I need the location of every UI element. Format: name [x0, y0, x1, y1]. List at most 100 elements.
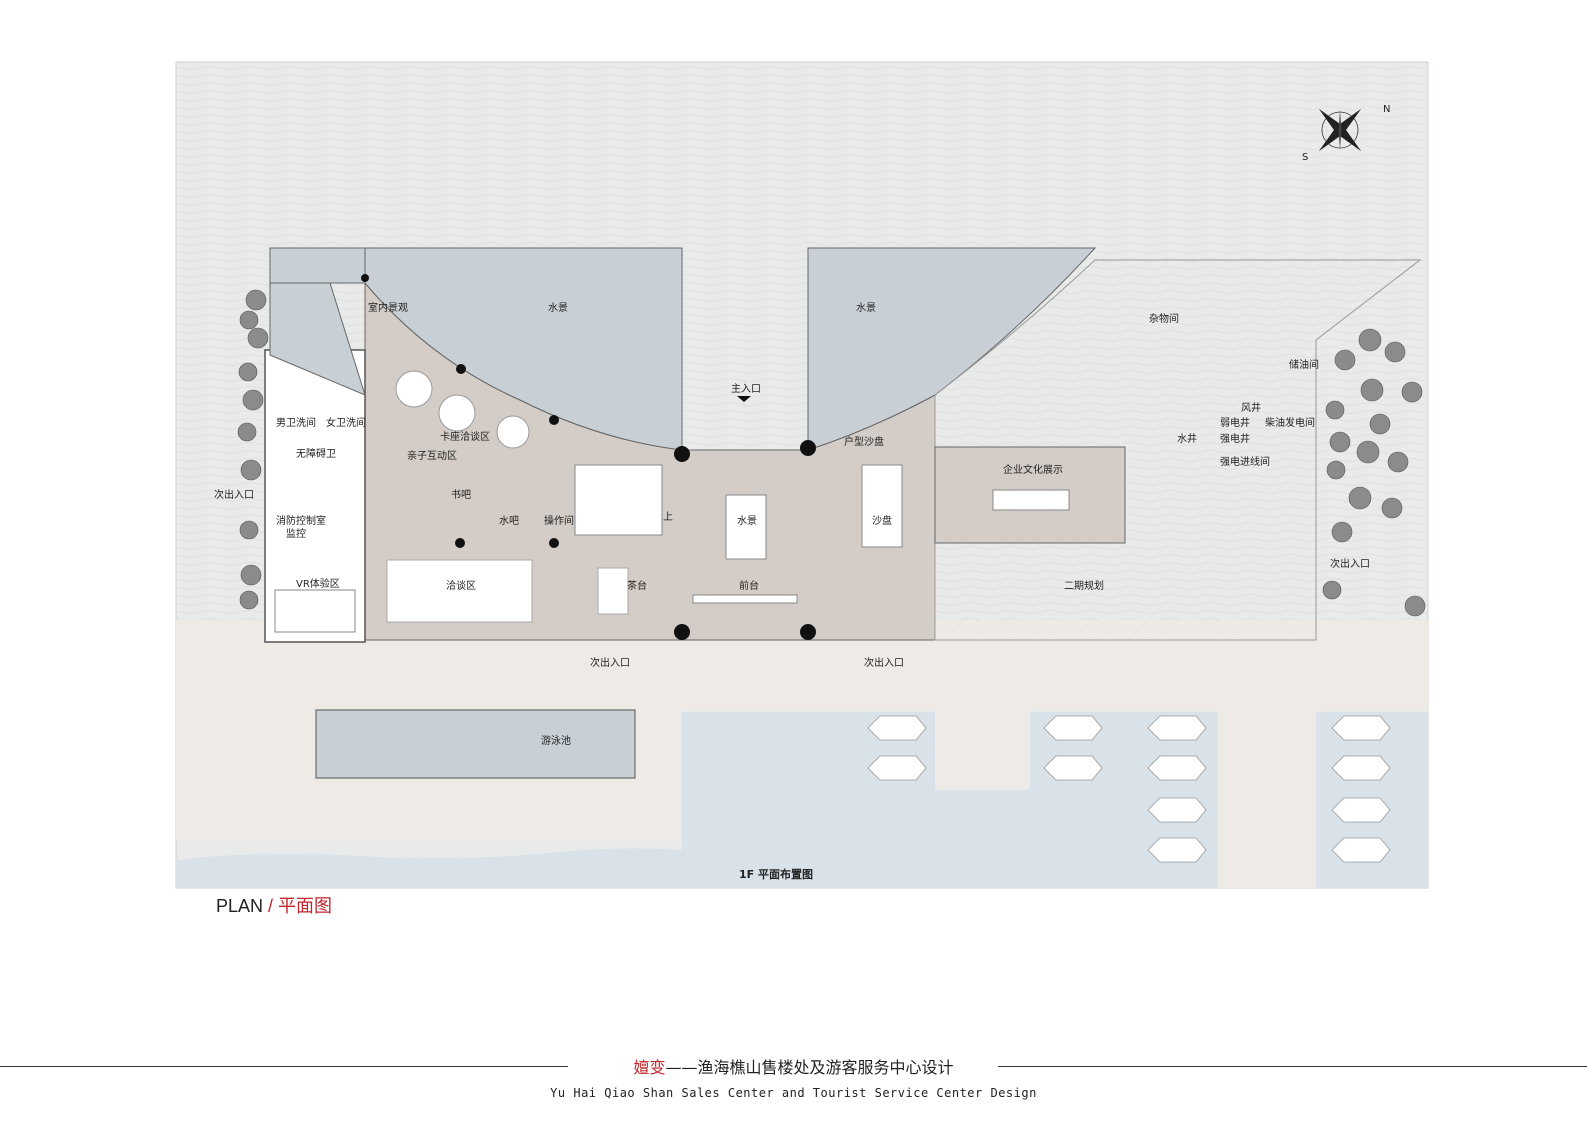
footer-title-red: 嬗变: [633, 1058, 666, 1077]
label-side-entrance-bottom-1: 次出入口: [590, 656, 630, 669]
booth-seat: [395, 370, 433, 408]
tree: [238, 362, 258, 382]
tree: [1322, 580, 1342, 600]
boat: [1331, 797, 1391, 823]
column: [456, 364, 466, 374]
tree: [1384, 341, 1406, 363]
label-booth-area: 卡座洽谈区: [440, 430, 490, 443]
label-kids-area: 亲子互动区: [407, 449, 457, 462]
label-phase-two: 二期规划: [1064, 579, 1104, 592]
main-entrance-arrow-icon: [737, 396, 751, 402]
label-negotiation: 洽谈区: [446, 579, 476, 592]
tree: [1401, 381, 1423, 403]
plan-caption: PLAN / 平面图: [216, 892, 332, 918]
tree: [245, 289, 267, 311]
tree: [240, 459, 262, 481]
boat: [1331, 755, 1391, 781]
tree: [1387, 451, 1409, 473]
label-monitor: 监控: [286, 527, 306, 540]
tree: [1356, 440, 1380, 464]
label-water-left: 水景: [548, 302, 568, 314]
label-water-bar: 水吧: [499, 515, 519, 527]
compass-icon: [1318, 108, 1362, 152]
column: [800, 624, 816, 640]
label-indoor-landscape: 室内景观: [368, 301, 408, 314]
label-water-shaft: 水井: [1177, 432, 1197, 445]
boat: [1147, 715, 1207, 741]
shore-bottom: [176, 848, 682, 888]
boat: [1147, 755, 1207, 781]
boat: [867, 715, 927, 741]
label-storage: 杂物间: [1149, 312, 1179, 325]
booth-seat: [496, 415, 530, 449]
label-sand-table: 沙盘: [872, 514, 892, 527]
vr-room-floor: [274, 589, 356, 633]
caption-cn: 平面图: [278, 896, 333, 916]
reception-counter: [692, 594, 798, 604]
label-vr-area: VR体验区: [296, 577, 340, 590]
tea-table: [597, 567, 629, 615]
tree: [1381, 497, 1403, 519]
label-side-entrance-bottom-2: 次出入口: [864, 656, 904, 669]
label-diesel-gen: 柴油发电间: [1265, 416, 1315, 429]
label-wind-shaft: 风井: [1241, 401, 1261, 414]
label-side-entrance-right: 次出入口: [1330, 557, 1370, 570]
pier-2: [1218, 700, 1316, 888]
label-water-right: 水景: [856, 302, 876, 314]
label-mens-wc: 男卫洗间: [276, 416, 316, 429]
tree: [1348, 486, 1372, 510]
label-reception: 前台: [739, 579, 759, 592]
column: [549, 415, 559, 425]
label-water-center: 水景: [737, 515, 757, 527]
tree: [1331, 521, 1353, 543]
pier-1: [935, 700, 1030, 788]
label-pool: 游泳池: [541, 734, 571, 747]
boat: [1043, 715, 1103, 741]
label-culture-display: 企业文化展示: [1003, 463, 1063, 476]
column: [549, 538, 559, 548]
tree: [239, 310, 259, 330]
footer-rule-left: [0, 1066, 568, 1067]
label-fire-control: 消防控制室: [276, 514, 326, 527]
water-feature-left-2: [269, 247, 366, 396]
trees: [237, 289, 1426, 617]
label-operation-room: 操作间: [544, 514, 574, 527]
tree: [1369, 413, 1391, 435]
negotiation-tables: [386, 559, 533, 623]
culture-display-table: [992, 489, 1070, 511]
plan-title: 1F 平面布置图: [739, 867, 813, 881]
column: [674, 446, 690, 462]
label-side-entrance-left: 次出入口: [214, 488, 254, 501]
footer-title: 嬗变——渔海樵山售楼处及游客服务中心设计: [0, 1054, 1587, 1078]
footer-rule-right: [998, 1066, 1587, 1067]
water-feature-left: [364, 247, 683, 451]
compass-south: S: [1302, 152, 1308, 163]
footer-title-dash: ——: [665, 1058, 698, 1077]
sand-table: [861, 464, 903, 548]
tree: [239, 520, 259, 540]
tree: [240, 564, 262, 586]
boat: [1147, 797, 1207, 823]
tree: [1325, 400, 1345, 420]
compass-north: N: [1383, 104, 1390, 115]
label-accessible-wc: 无障碍卫: [296, 447, 336, 460]
column: [455, 538, 465, 548]
tree: [1329, 431, 1351, 453]
columns: [361, 274, 816, 640]
boats: [867, 715, 1391, 863]
caption-en: PLAN: [216, 896, 264, 916]
label-book-bar: 书吧: [451, 489, 471, 501]
label-oil-storage: 储油间: [1289, 358, 1319, 371]
tree: [1404, 595, 1426, 617]
tree: [1334, 349, 1356, 371]
label-womens-wc: 女卫洗间: [326, 416, 366, 429]
label-strong-elec: 强电井: [1220, 432, 1250, 445]
tree: [242, 389, 264, 411]
water-center-feature: [725, 494, 767, 560]
boat: [1331, 715, 1391, 741]
tree: [247, 327, 269, 349]
boat: [867, 755, 927, 781]
column: [674, 624, 690, 640]
tree: [1360, 378, 1384, 402]
